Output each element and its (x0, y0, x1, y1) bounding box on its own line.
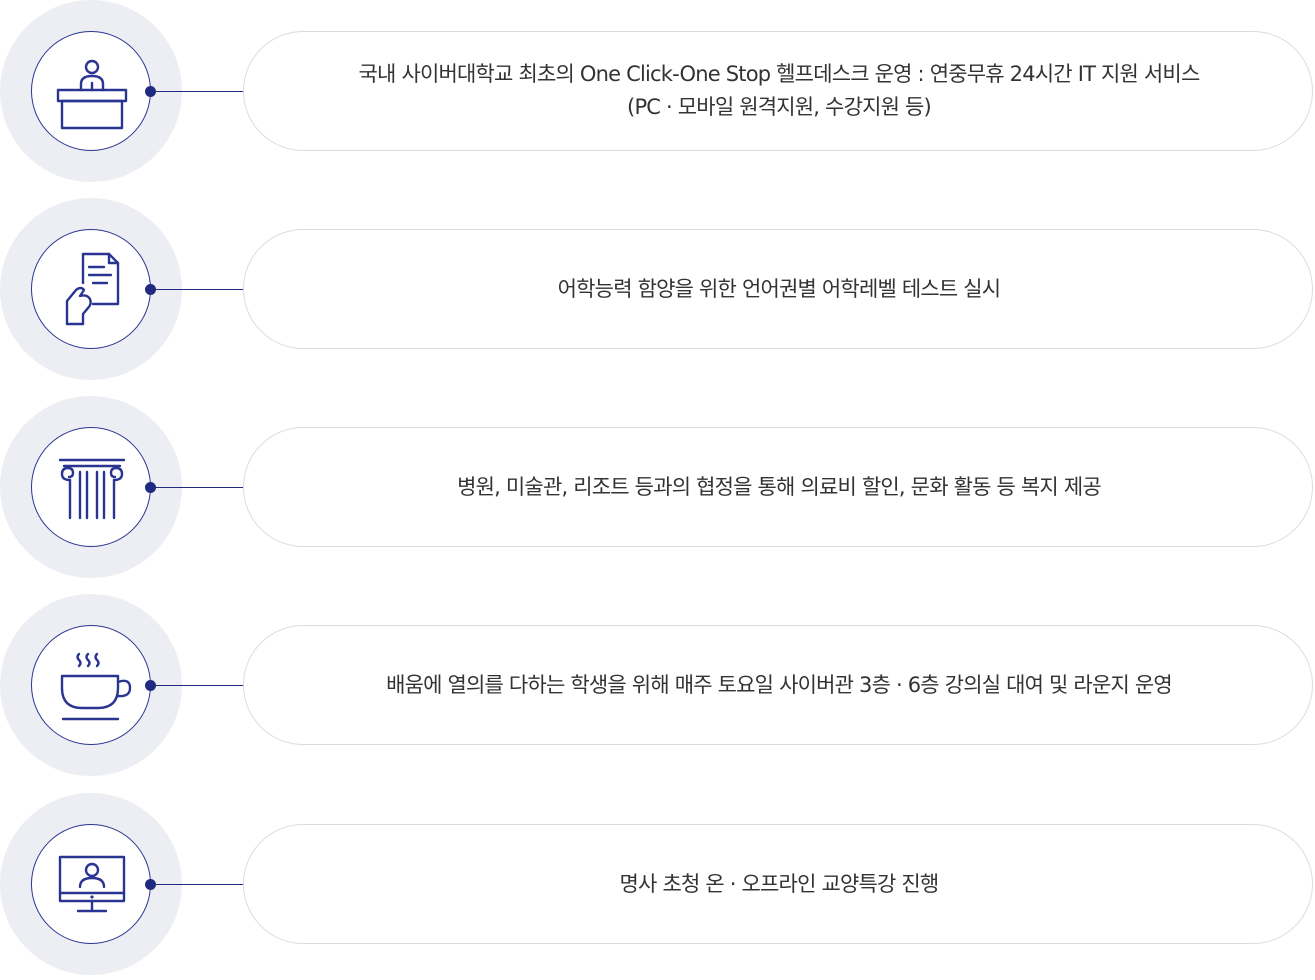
benefit-row-lounge: 배움에 열의를 다하는 학생을 위해 매주 토요일 사이버관 3층 · 6층 강… (0, 594, 1315, 778)
benefit-description: 어학능력 함양을 위한 언어권별 어학레벨 테스트 실시 (243, 229, 1313, 349)
connector-line (156, 685, 243, 686)
benefit-text-line: 병원, 미술관, 리조트 등과의 협정을 통해 의료비 할인, 문화 활동 등 … (457, 474, 1102, 499)
icon-circle (31, 427, 151, 547)
connector-dot (145, 879, 156, 890)
icon-circle (31, 625, 151, 745)
connector-line (156, 884, 243, 885)
benefit-description: 명사 초청 온 · 오프라인 교양특강 진행 (243, 824, 1313, 944)
benefit-row-special-lecture: 명사 초청 온 · 오프라인 교양특강 진행 (0, 793, 1315, 977)
test-document-icon (65, 252, 120, 326)
icon-circle (31, 31, 151, 151)
benefit-text-line: (PC · 모바일 원격지원, 수강지원 등) (627, 95, 932, 119)
benefit-description: 배움에 열의를 다하는 학생을 위해 매주 토요일 사이버관 3층 · 6층 강… (243, 625, 1313, 745)
icon-circle (31, 229, 151, 349)
benefit-text-line: 어학능력 함양을 위한 언어권별 어학레벨 테스트 실시 (557, 276, 1002, 301)
connector-line (156, 487, 243, 488)
online-lecture-icon (58, 855, 126, 913)
benefit-row-language-test: 어학능력 함양을 위한 언어권별 어학레벨 테스트 실시 (0, 198, 1315, 382)
icon-circle (31, 824, 151, 944)
connector-line (156, 91, 243, 92)
benefit-row-welfare: 병원, 미술관, 리조트 등과의 협정을 통해 의료비 할인, 문화 활동 등 … (0, 396, 1315, 580)
benefit-row-helpdesk: 국내 사이버대학교 최초의 One Click-One Stop 헬프데스크 운… (0, 0, 1315, 184)
benefit-text-line: 배움에 열의를 다하는 학생을 위해 매주 토요일 사이버관 3층 · 6층 강… (386, 672, 1173, 697)
coffee-cup-icon (60, 652, 132, 721)
benefit-description: 국내 사이버대학교 최초의 One Click-One Stop 헬프데스크 운… (243, 31, 1313, 151)
benefit-text-line: 명사 초청 온 · 오프라인 교양특강 진행 (619, 871, 940, 896)
connector-dot (145, 86, 156, 97)
benefit-description: 병원, 미술관, 리조트 등과의 협정을 통해 의료비 할인, 문화 활동 등 … (243, 427, 1313, 547)
benefit-text-line: 국내 사이버대학교 최초의 One Click-One Stop 헬프데스크 운… (358, 62, 1201, 86)
connector-dot (145, 680, 156, 691)
pillar-icon (58, 458, 126, 520)
connector-line (156, 289, 243, 290)
help-desk-icon (56, 59, 128, 130)
connector-dot (145, 482, 156, 493)
connector-dot (145, 284, 156, 295)
